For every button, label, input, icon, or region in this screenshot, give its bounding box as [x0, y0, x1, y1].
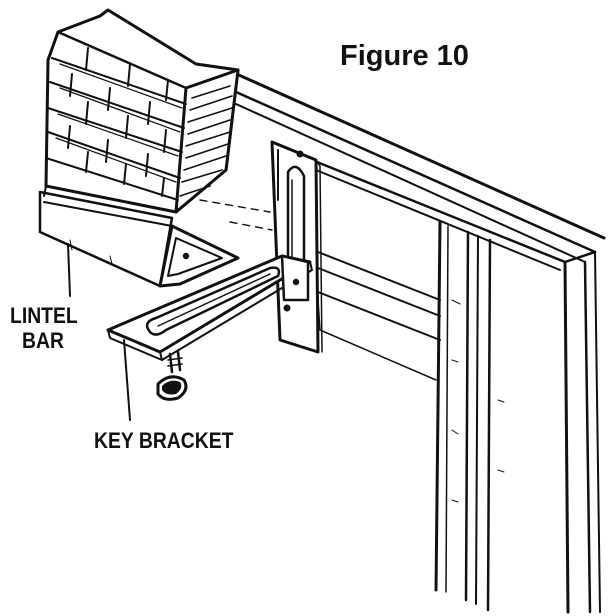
key-bracket-label: KEY BRACKET	[94, 428, 234, 453]
thumb-screw	[156, 350, 188, 401]
leader-lines	[67, 243, 131, 421]
mounting-plate	[270, 140, 323, 354]
guide-lines	[199, 199, 273, 231]
lintel-bar	[38, 190, 240, 288]
lintel-bar-label-line1: LINTEL	[10, 303, 78, 328]
door-frame	[230, 70, 606, 614]
key-bracket	[106, 254, 313, 361]
lintel-bar-label-line2: BAR	[22, 328, 64, 353]
brick-wall	[43, 8, 240, 214]
figure-title: Figure 10	[340, 40, 469, 72]
